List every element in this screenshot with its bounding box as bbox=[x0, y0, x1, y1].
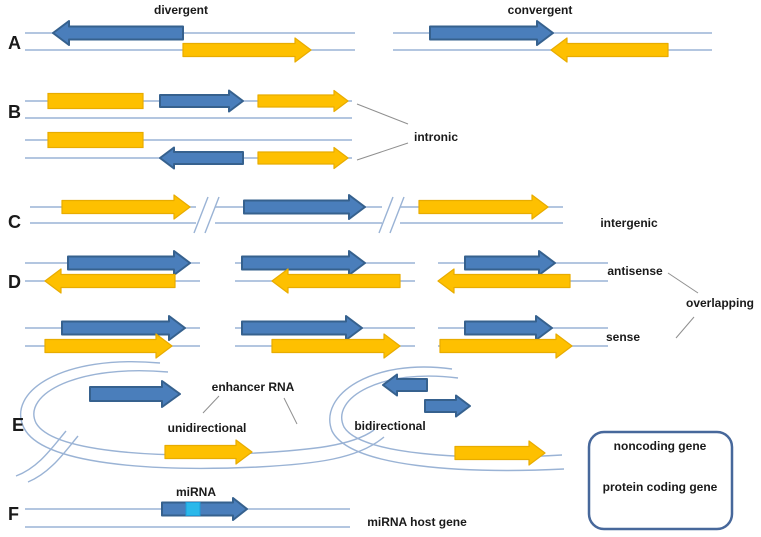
distance-slash-mark bbox=[378, 196, 394, 234]
noncoding-gene-arrow bbox=[464, 315, 553, 341]
noncoding-gene-arrow bbox=[61, 315, 186, 341]
row-letter-d: D bbox=[8, 272, 21, 292]
enhancer-loop-curves bbox=[15, 361, 565, 483]
protein-coding-gene-arrow bbox=[44, 333, 173, 359]
label-intergenic: intergenic bbox=[600, 216, 658, 230]
protein-coding-gene-arrow bbox=[257, 89, 349, 113]
loop-curve bbox=[15, 430, 67, 477]
connector-line bbox=[675, 316, 695, 339]
distance-slash-mark bbox=[389, 196, 405, 234]
distance-slash-mark bbox=[193, 196, 209, 234]
label-mirna-host-gene: miRNA host gene bbox=[367, 515, 467, 529]
loop-curve bbox=[27, 435, 79, 483]
noncoding-gene-arrow bbox=[429, 20, 554, 46]
label-convergent: convergent bbox=[508, 3, 573, 17]
protein-coding-gene-arrow bbox=[550, 37, 669, 63]
noncoding-gene-arrow bbox=[161, 497, 248, 521]
legend-noncoding-label: noncoding gene bbox=[614, 439, 707, 453]
connector-line bbox=[356, 142, 409, 161]
noncoding-gene-arrow bbox=[424, 394, 471, 418]
row-letter-a: A bbox=[8, 33, 21, 53]
loop-curve bbox=[329, 366, 565, 472]
protein-coding-gene-arrow bbox=[437, 268, 571, 294]
connector-line bbox=[667, 272, 699, 294]
protein-coding-gene-arrow bbox=[439, 333, 573, 359]
protein-coding-gene-arrow bbox=[182, 37, 312, 63]
noncoding-gene-arrow bbox=[67, 250, 191, 276]
protein-coding-gene-arrow bbox=[271, 268, 401, 294]
noncoding-gene-arrow bbox=[241, 250, 366, 276]
distance-slash-mark bbox=[204, 196, 220, 234]
legend-protein-coding-label: protein coding gene bbox=[603, 480, 718, 494]
noncoding-gene-arrow bbox=[464, 250, 556, 276]
connector-line bbox=[283, 397, 298, 425]
protein-coding-gene-arrow bbox=[164, 439, 253, 465]
row-letter-b: B bbox=[8, 102, 21, 122]
noncoding-gene-arrow bbox=[159, 146, 244, 170]
protein-coding-exon-box bbox=[47, 131, 144, 149]
label-antisense: antisense bbox=[607, 264, 663, 278]
protein-coding-gene-arrow bbox=[257, 146, 349, 170]
row-letter-f: F bbox=[8, 504, 19, 524]
row-letter-e: E bbox=[12, 415, 24, 435]
mirna-mark bbox=[185, 502, 201, 516]
noncoding-gene-arrow bbox=[89, 380, 181, 408]
label-unidirectional: unidirectional bbox=[168, 421, 247, 435]
protein-coding-gene-arrow bbox=[44, 268, 176, 294]
noncoding-gene-arrow bbox=[159, 89, 244, 113]
noncoding-gene-arrow bbox=[243, 194, 366, 220]
text-labels: A B C D E F divergent convergent introni… bbox=[8, 3, 754, 529]
loop-curve bbox=[33, 370, 375, 456]
label-intronic: intronic bbox=[414, 130, 458, 144]
label-overlapping: overlapping bbox=[686, 296, 754, 310]
label-bidirectional: bidirectional bbox=[354, 419, 425, 433]
loop-curve bbox=[19, 361, 385, 470]
protein-coding-gene-arrow bbox=[454, 440, 546, 466]
connector-line bbox=[202, 395, 220, 414]
connector-line bbox=[356, 103, 409, 125]
label-enhancer-rna: enhancer RNA bbox=[212, 380, 295, 394]
label-divergent: divergent bbox=[154, 3, 208, 17]
protein-coding-gene-arrow bbox=[271, 333, 401, 359]
label-sense: sense bbox=[606, 330, 640, 344]
noncoding-gene-arrow bbox=[241, 315, 363, 341]
legend: noncoding gene protein coding gene bbox=[587, 430, 734, 531]
protein-coding-gene-arrow bbox=[61, 194, 191, 220]
label-mirna: miRNA bbox=[176, 485, 216, 499]
protein-coding-gene-arrow bbox=[418, 194, 549, 220]
annotation-connector-lines bbox=[202, 103, 699, 425]
noncoding-gene-arrow bbox=[52, 20, 184, 46]
protein-coding-exon-box bbox=[47, 92, 144, 110]
row-letter-c: C bbox=[8, 212, 21, 232]
legend-box bbox=[587, 430, 734, 531]
noncoding-gene-arrow bbox=[382, 373, 428, 397]
